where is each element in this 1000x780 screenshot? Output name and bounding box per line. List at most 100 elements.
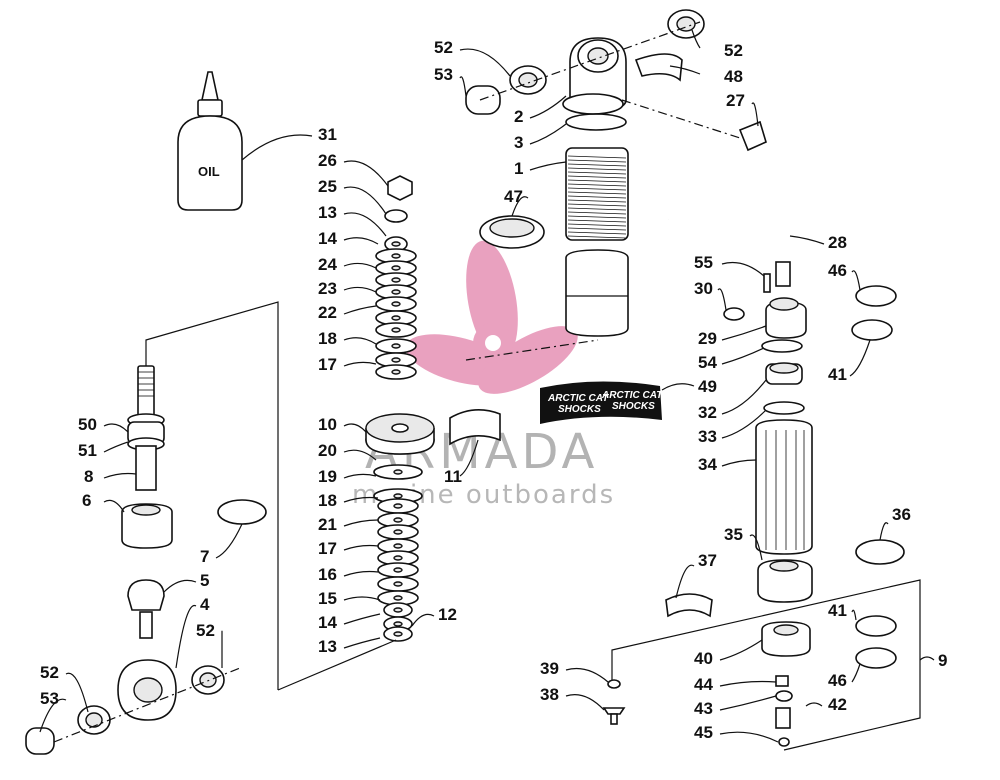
callout-17: 17 bbox=[318, 539, 379, 558]
leader-line bbox=[241, 134, 313, 161]
leader-line bbox=[721, 325, 767, 341]
reservoir-cap-assembly bbox=[602, 539, 921, 751]
arctic-cat-sticker: ARCTIC CAT SHOCKS ARCTIC CAT SHOCKS bbox=[465, 339, 663, 424]
callout-1: 1 bbox=[514, 159, 567, 178]
callout-37: 37 bbox=[675, 551, 717, 599]
leader-line bbox=[343, 449, 377, 461]
leader-line bbox=[669, 65, 701, 75]
callout-label: 52 bbox=[434, 38, 453, 57]
callout-21: 21 bbox=[318, 515, 379, 534]
leader-line bbox=[565, 667, 609, 683]
callout-53: 53 bbox=[39, 689, 67, 733]
leader-line bbox=[343, 596, 381, 601]
leader-line bbox=[343, 423, 367, 433]
callout-label: 52 bbox=[724, 41, 743, 60]
leader-line bbox=[163, 579, 197, 593]
callout-13: 13 bbox=[318, 203, 387, 237]
leader-line bbox=[103, 441, 129, 453]
callout-label: 32 bbox=[698, 403, 717, 422]
callout-9: 9 bbox=[919, 651, 947, 670]
leader-line bbox=[175, 604, 197, 669]
propeller-logo-icon bbox=[405, 240, 578, 394]
callout-5: 5 bbox=[163, 571, 209, 593]
callout-46: 46 bbox=[828, 663, 861, 690]
callout-2: 2 bbox=[514, 95, 567, 126]
callout-label: 53 bbox=[40, 689, 59, 708]
callout-39: 39 bbox=[540, 659, 609, 683]
leader-line bbox=[343, 286, 377, 293]
leader-line bbox=[343, 337, 377, 345]
callout-label: 7 bbox=[200, 547, 209, 566]
leader-line bbox=[721, 409, 767, 439]
callout-label: 50 bbox=[78, 415, 97, 434]
callout-label: 9 bbox=[938, 651, 947, 670]
callout-label: 26 bbox=[318, 151, 337, 170]
callout-19: 19 bbox=[318, 467, 377, 486]
leader-line bbox=[343, 637, 381, 649]
leader-line bbox=[717, 288, 727, 311]
callout-41: 41 bbox=[828, 601, 857, 621]
callout-7: 7 bbox=[200, 523, 243, 566]
callout-label: 19 bbox=[318, 467, 337, 486]
callout-16: 16 bbox=[318, 565, 379, 584]
callout-32: 32 bbox=[698, 379, 767, 422]
callout-14: 14 bbox=[318, 613, 381, 632]
callout-10: 10 bbox=[318, 415, 367, 434]
callout-8: 8 bbox=[84, 467, 137, 486]
leader-line bbox=[529, 161, 567, 171]
leader-line bbox=[343, 473, 377, 479]
leader-line bbox=[343, 212, 387, 237]
callout-28: 28 bbox=[789, 233, 847, 252]
leader-line bbox=[411, 613, 435, 627]
callout-label: 13 bbox=[318, 203, 337, 222]
callout-label: 23 bbox=[318, 279, 337, 298]
callout-52: 52 bbox=[691, 29, 743, 60]
callout-label: 31 bbox=[318, 125, 337, 144]
callout-label: 47 bbox=[504, 187, 523, 206]
callout-18: 18 bbox=[318, 491, 379, 510]
leader-line bbox=[719, 639, 763, 661]
callout-label: 21 bbox=[318, 515, 337, 534]
callout-label: 41 bbox=[828, 365, 847, 384]
callout-38: 38 bbox=[540, 685, 605, 711]
leader-line bbox=[343, 305, 377, 315]
sticker-line2-left: SHOCKS bbox=[558, 404, 601, 415]
leader-line bbox=[343, 519, 379, 527]
top-eyelet-assembly bbox=[465, 9, 741, 139]
callout-36: 36 bbox=[879, 505, 911, 541]
callout-33: 33 bbox=[698, 409, 767, 446]
callout-46: 46 bbox=[828, 261, 861, 291]
callout-25: 25 bbox=[318, 177, 387, 215]
callout-label: 48 bbox=[724, 67, 743, 86]
leader-line bbox=[103, 472, 137, 479]
callout-15: 15 bbox=[318, 589, 381, 608]
callout-label: 14 bbox=[318, 229, 337, 248]
leader-line bbox=[675, 564, 695, 599]
callout-label: 17 bbox=[318, 355, 337, 374]
leader-line bbox=[751, 102, 759, 127]
leader-line bbox=[459, 76, 467, 97]
leader-line bbox=[343, 361, 377, 367]
callout-49: 49 bbox=[661, 377, 717, 396]
callout-52: 52 bbox=[40, 663, 89, 713]
shock-body bbox=[479, 147, 629, 337]
callout-label: 15 bbox=[318, 589, 337, 608]
leader-line bbox=[919, 656, 935, 661]
callout-24: 24 bbox=[318, 255, 377, 274]
callout-52: 52 bbox=[434, 38, 511, 77]
callout-label: 6 bbox=[82, 491, 91, 510]
callout-label: 54 bbox=[698, 353, 717, 372]
callout-label: 44 bbox=[694, 675, 713, 694]
callout-label: 24 bbox=[318, 255, 337, 274]
leader-line bbox=[789, 235, 825, 245]
callout-31: 31 bbox=[241, 125, 337, 161]
callout-label: 39 bbox=[540, 659, 559, 678]
callout-40: 40 bbox=[694, 639, 763, 668]
callout-54: 54 bbox=[698, 347, 765, 372]
callout-label: 17 bbox=[318, 539, 337, 558]
callout-label: 45 bbox=[694, 723, 713, 742]
leader-line bbox=[39, 698, 67, 733]
callout-22: 22 bbox=[318, 303, 377, 322]
callout-18: 18 bbox=[318, 329, 377, 348]
callout-17: 17 bbox=[318, 355, 377, 374]
